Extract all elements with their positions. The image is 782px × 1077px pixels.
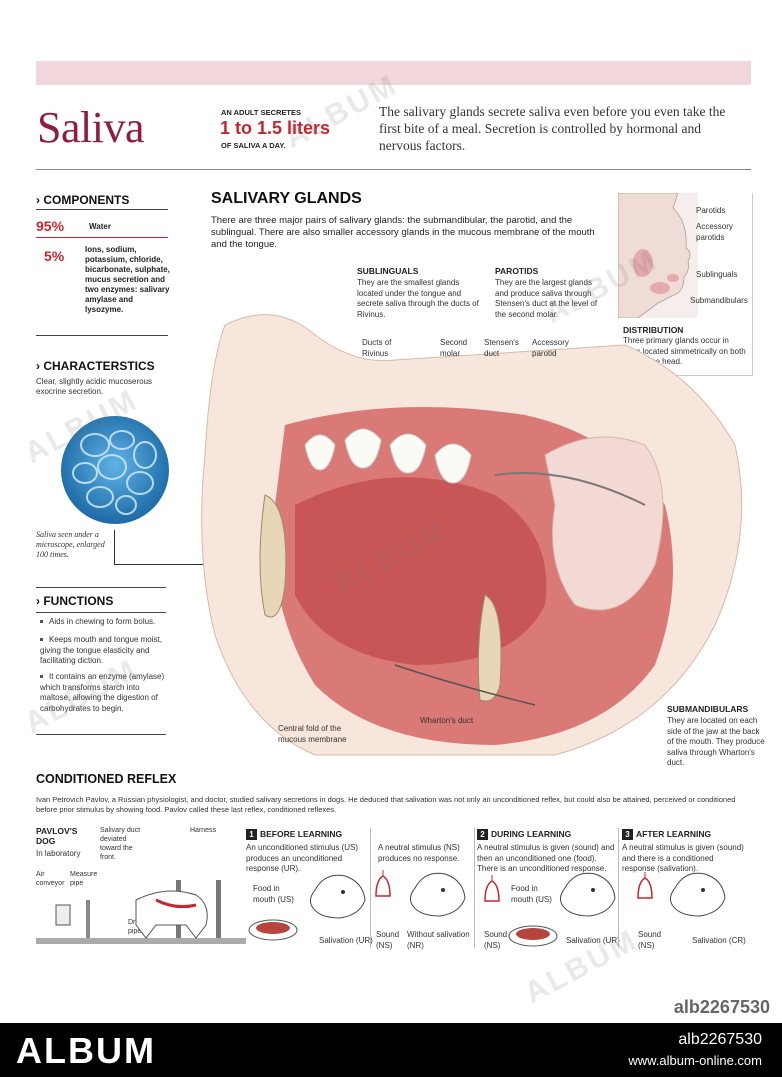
stat-pre: AN ADULT SECRETES: [221, 108, 302, 117]
microscope-caption: Saliva seen under a microscope, enlarged…: [36, 530, 105, 559]
intro-text: The salivary glands secrete saliva even …: [379, 104, 726, 153]
functions-title: › FUNCTIONS: [36, 594, 114, 608]
function-item: It contains an enzyme (amylase) which tr…: [40, 672, 165, 713]
label-molar: Second molar: [440, 338, 468, 358]
reflex-text: Ivan Petrovich Pavlov, a Russian physiol…: [36, 795, 736, 814]
divider: [370, 828, 371, 948]
step-number: 2: [477, 829, 488, 840]
submandibulars-text: They are located on each side of the jaw…: [667, 716, 765, 767]
other-label: Ions, sodium, potassium, chloride, bicar…: [85, 245, 170, 314]
step-1-text: An unconditioned stimulus (US) produces …: [246, 843, 359, 873]
pavlov-diagram: [36, 880, 246, 946]
mouth-illustration: [195, 305, 755, 760]
pavlov-sub: In laboratory: [36, 849, 81, 858]
divider: [36, 587, 166, 588]
step-2-food: Food in mouth (US): [511, 884, 552, 904]
distribution-title: DISTRIBUTION: [623, 325, 684, 335]
caption-pointer: [114, 530, 115, 565]
label-stensen: Stensen's duct: [484, 338, 519, 358]
dist-label: Accessory parotids: [696, 222, 733, 242]
label-central-fold: Central fold of the mucous membrane: [278, 724, 347, 744]
dog-head: [405, 868, 470, 923]
submandibulars-title: SUBMANDIBULARS: [667, 704, 749, 714]
pavlov-title: PAVLOV'S DOG: [36, 826, 78, 846]
characteristics-title: › CHARACTERSTICS: [36, 359, 155, 373]
label-rivinus: Ducts of Rivinus: [362, 338, 392, 358]
characteristics-text: Clear, slightly acidic mucoserous exocri…: [36, 377, 153, 396]
divider: [36, 335, 168, 336]
sublinguals-text: They are the smallest glands located und…: [357, 278, 479, 319]
bullet-icon: [40, 638, 43, 642]
step-number: 3: [622, 829, 633, 840]
label-wharton: Wharton's duct: [420, 716, 474, 725]
step-1-resp: Salivation (UR): [319, 936, 373, 945]
step-neutral-sound: Sound (NS): [376, 930, 400, 950]
step-neutral-resp: Without salivation (NR): [407, 930, 470, 950]
distribution-panel: [615, 193, 753, 376]
divider: [36, 734, 166, 735]
bell-icon: [635, 872, 655, 902]
step-2-sound: Sound (NS): [484, 930, 508, 950]
step-2-resp: Salivation (UR): [566, 936, 620, 945]
divider: [36, 209, 168, 210]
watermark-code: alb2267530: [673, 997, 770, 1017]
function-item: Aids in chewing to form bolus.: [40, 617, 170, 628]
bell-icon: [373, 870, 393, 900]
step-neutral-text: A neutral stimulus (NS) produces no resp…: [378, 843, 460, 863]
microscope-image: [60, 415, 170, 525]
parotids-title: PAROTIDS: [495, 266, 539, 276]
step-3-sound: Sound (NS): [638, 930, 662, 950]
food-bowl: [248, 918, 298, 942]
top-bar: [36, 61, 751, 85]
reflex-title: CONDITIONED REFLEX: [36, 772, 177, 786]
dist-label: Sublinguals: [696, 270, 738, 279]
pavlov-air: Air conveyor: [36, 871, 65, 887]
stat-post: OF SALIVA A DAY.: [221, 141, 286, 150]
function-item: Keeps mouth and tongue moist, giving the…: [40, 635, 162, 665]
bell-icon: [482, 875, 502, 905]
step-number: 1: [246, 829, 257, 840]
pavlov-harness: Harness: [190, 827, 217, 834]
step-3-resp: Salivation (CR): [692, 936, 746, 945]
footer-bar: [0, 1023, 782, 1077]
components-title: › COMPONENTS: [36, 193, 130, 207]
glands-text: There are three major pairs of salivary …: [211, 215, 595, 250]
label-accessory: Accessory parotid: [532, 338, 569, 358]
step-2-text: A neutral stimulus is given (sound) and …: [477, 843, 615, 873]
pct-other: 5%: [44, 248, 65, 264]
step-1-food: Food in mouth (US): [253, 884, 294, 904]
stat-value: 1 to 1.5 liters: [220, 118, 331, 138]
dist-label: Submandibulars: [690, 296, 748, 305]
food-bowl: [508, 925, 558, 947]
water-label: Water: [89, 222, 111, 231]
dog-head: [305, 870, 370, 925]
divider: [474, 828, 475, 948]
sublinguals-title: SUBLINGUALS: [357, 266, 419, 276]
footer-brand: ALBUM: [16, 1030, 156, 1071]
divider: [618, 828, 619, 948]
pct-water: 95%: [36, 218, 65, 234]
divider: [36, 612, 166, 613]
step-3-text: A neutral stimulus is given (sound) and …: [622, 843, 744, 873]
dog-head: [665, 868, 730, 923]
footer-url[interactable]: www.album-online.com: [628, 1053, 762, 1068]
dog-head: [555, 868, 620, 923]
bullet-icon: [40, 675, 43, 679]
divider: [36, 237, 168, 238]
divider: [36, 169, 751, 170]
footer-code: alb2267530: [678, 1031, 762, 1048]
glands-title: SALIVARY GLANDS: [211, 190, 362, 207]
pavlov-measure: Measure pipe: [70, 871, 98, 887]
dist-label: Parotids: [696, 206, 726, 215]
page-title: Saliva: [37, 103, 144, 152]
bullet-icon: [40, 620, 43, 624]
parotids-text: They are the largest glands and produce …: [495, 278, 598, 319]
pavlov-duct: Salivary duct deviated toward the front.: [100, 827, 141, 861]
